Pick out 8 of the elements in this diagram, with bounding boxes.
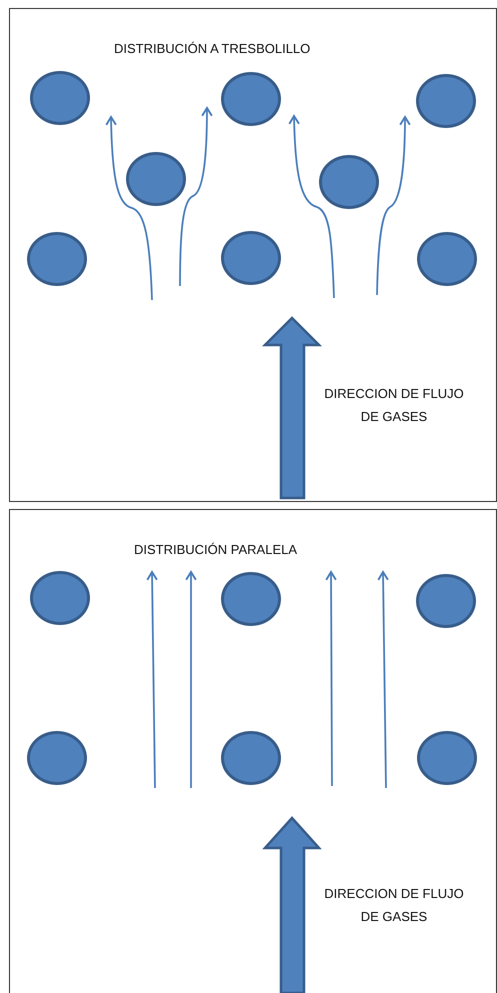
diagram-panel [9, 8, 497, 502]
panel-title: DISTRIBUCIÓN PARALELA [134, 542, 298, 557]
tube-circle [319, 155, 379, 209]
flow-direction-label: DIRECCION DE FLUJO DE GASES [323, 385, 465, 426]
panel-title: DISTRIBUCIÓN A TRESBOLILLO [114, 41, 310, 56]
flow-direction-label: DIRECCION DE FLUJO DE GASES [323, 885, 465, 926]
diagram-panel [9, 509, 497, 993]
tube-circle [126, 152, 186, 206]
